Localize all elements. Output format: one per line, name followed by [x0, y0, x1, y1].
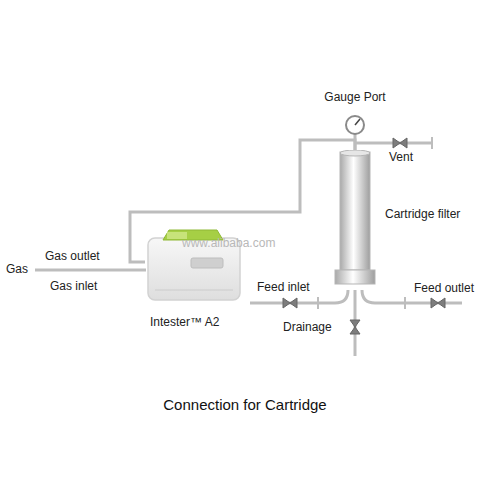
gas-label: Gas: [6, 263, 28, 277]
gauge-needle: [355, 119, 360, 125]
pipe-flange: [404, 297, 406, 309]
watermark: www.alibaba.com: [182, 237, 275, 251]
feed-outlet-valve: [431, 298, 445, 308]
pressure-gauge: [346, 116, 364, 134]
vent-valve: [393, 138, 407, 148]
filter-flange: [335, 270, 375, 284]
gas-inlet-pipe: [35, 269, 146, 272]
port-label: Gas outlet: [45, 250, 100, 264]
node-label: Cartridge filter: [385, 208, 460, 222]
tester-base-line: [155, 290, 233, 291]
port-label: Feed inlet: [257, 281, 310, 295]
pipe-flange: [431, 137, 433, 149]
port-label: Feed outlet: [414, 282, 474, 296]
port-label: Gas inlet: [50, 280, 97, 294]
pipe-flange: [317, 297, 319, 309]
feed-inlet-valve: [283, 298, 297, 308]
cartridge-filter: Cartridge filter: [333, 150, 473, 292]
port-label: Vent: [389, 151, 413, 165]
port-label: Gauge Port: [324, 91, 385, 105]
filter-housing: [340, 152, 370, 270]
tester-slot: [191, 258, 223, 268]
filter-cap: [340, 150, 370, 156]
node-label: Intester™ A2: [150, 316, 219, 330]
caption: Connection for Cartridge: [163, 396, 326, 413]
drainage-valve: [350, 320, 360, 334]
port-label: Drainage: [283, 321, 332, 335]
